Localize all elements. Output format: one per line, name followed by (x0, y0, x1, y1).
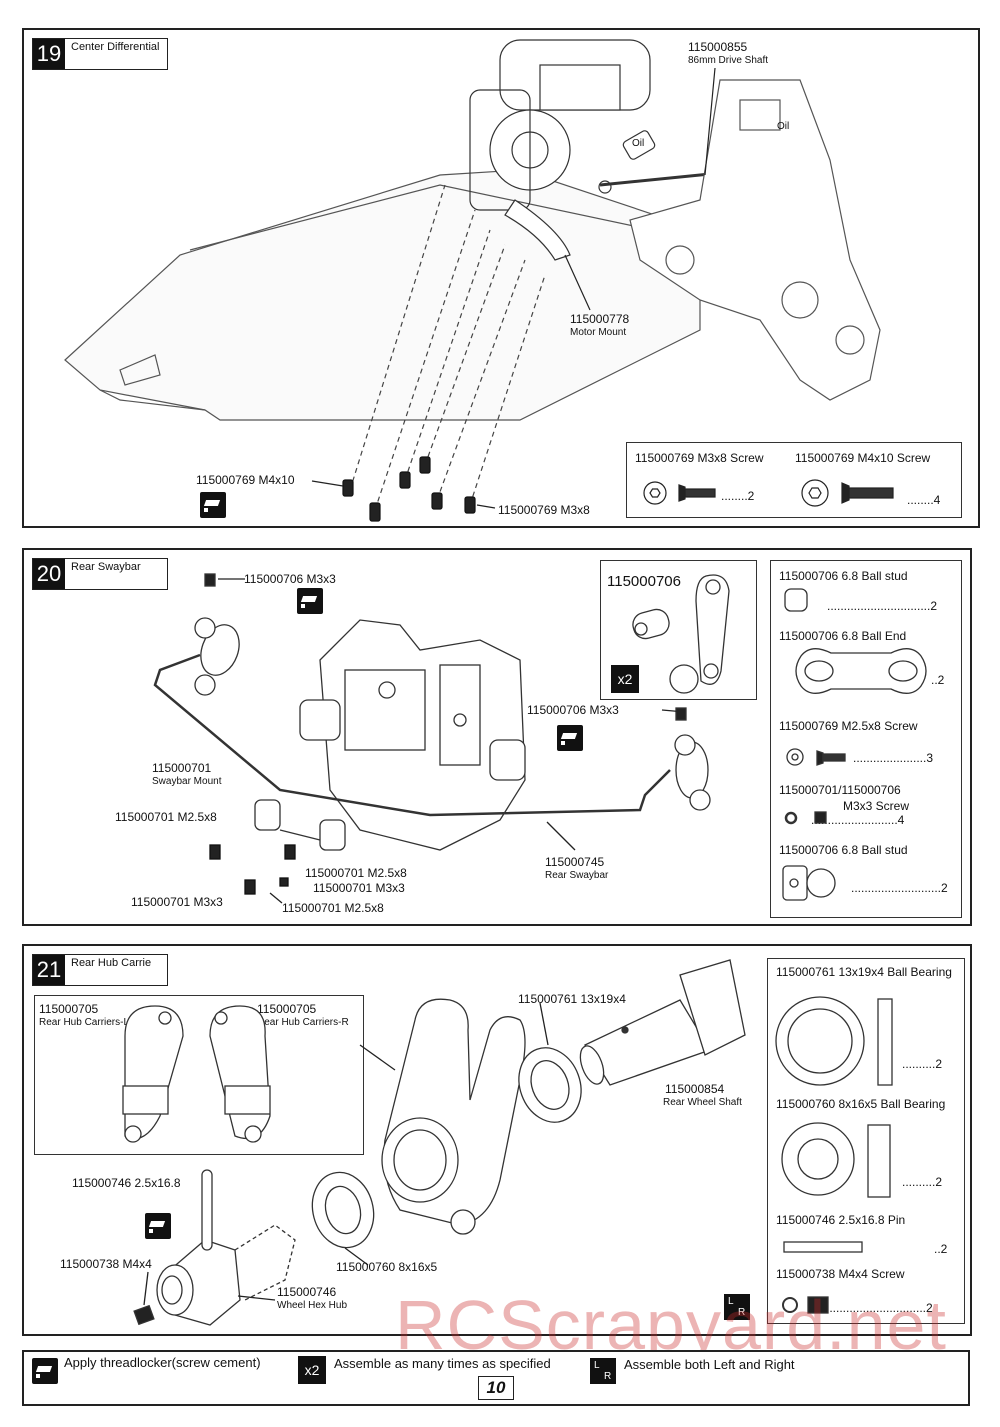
parts-bearing-13x19x4: 115000761 13x19x4 Ball Bearing (776, 965, 952, 979)
step-19-number: 19 (33, 39, 65, 69)
hex-hub-name: Wheel Hex Hub (277, 1300, 348, 1311)
swaybar-pn: 115000745 (545, 855, 605, 869)
m3x3-right-label: 115000706 M3x3 (527, 703, 619, 717)
motor-mount-pn: 115000778 (570, 312, 630, 326)
parts-qty-bearing-8x16x5: ..........2 (902, 1175, 943, 1189)
parts-ball-stud-1: 115000706 6.8 Ball stud (779, 569, 908, 583)
small-bearing-label: 115000760 8x16x5 (336, 1260, 438, 1274)
carrier-l-name: Rear Hub Carriers-L (39, 1017, 130, 1028)
threadlocker-icon (297, 588, 323, 614)
m25x8-label-a: 115000701 M2.5x8 (115, 810, 217, 824)
parts-qty-ball-end: ..2 (931, 673, 945, 687)
oil-bottle-label-2: Oil (777, 121, 790, 132)
parts-m3x3-screw-name: M3x3 Screw (843, 799, 910, 813)
step-20-title: Rear Swaybar (71, 561, 141, 573)
swaybar-name: Rear Swaybar (545, 870, 609, 881)
threadlocker-icon (32, 1358, 58, 1384)
swaybar-mount-name: Swaybar Mount (152, 776, 222, 787)
legend-both: Assemble both Left and Right (624, 1357, 795, 1372)
parts-ball-stud-2: 115000706 6.8 Ball stud (779, 843, 908, 857)
parts-m25x8-screw: 115000769 M2.5x8 Screw (779, 719, 918, 733)
wheel-shaft-name: Rear Wheel Shaft (663, 1097, 742, 1108)
oil-bottle-label-1: Oil (632, 138, 645, 149)
parts-ball-end: 115000706 6.8 Ball End (779, 629, 907, 643)
step-19-title: Center Differential (71, 41, 160, 53)
parts-qty-m3x8: ........2 (721, 489, 755, 503)
parts-m3x3-screw-pn: 115000701/115000706 (779, 783, 901, 797)
motor-mount-name: Motor Mount (570, 327, 627, 338)
parts-qty-pin: ..2 (934, 1242, 948, 1256)
big-bearing-label: 115000761 13x19x4 (518, 992, 626, 1006)
step-21-title: Rear Hub Carrie (71, 957, 152, 969)
parts-item-m4x10: 115000769 M4x10 Screw (795, 451, 931, 465)
swaybar-mount-pn: 115000701 (152, 761, 212, 775)
wheel-shaft-pn: 115000854 (665, 1082, 725, 1096)
parts-qty-ball-stud-1: ...............................2 (827, 599, 938, 613)
parts-pin: 115000746 2.5x16.8 Pin (776, 1213, 906, 1227)
parts-m4x4-screw: 115000738 M4x4 Screw (776, 1267, 905, 1281)
screw-m3x8-label: 115000769 M3x8 (498, 503, 590, 517)
step-19-header: 19 Center Differential (32, 38, 168, 70)
legend-multiple: Assemble as many times as specified (334, 1356, 551, 1371)
step-21-header: 21 Rear Hub Carrie (32, 954, 168, 986)
step-21-parts-box: 115000761 13x19x4 Ball Bearing .........… (767, 958, 965, 1324)
pin-label: 115000746 2.5x16.8 (72, 1176, 181, 1190)
m25x8-label-c: 115000701 M2.5x8 (282, 901, 384, 915)
step-20-number: 20 (33, 559, 65, 589)
m3x3-top-label: 115000706 M3x3 (244, 572, 336, 586)
parts-item-m3x8: 115000769 M3x8 Screw (635, 451, 764, 465)
page-number: 10 (478, 1376, 514, 1400)
legend-threadlocker: Apply threadlocker(screw cement) (64, 1355, 261, 1370)
m3x3-label-a: 115000701 M3x3 (313, 881, 405, 895)
drive-shaft-pn: 115000855 (688, 40, 748, 54)
step-20-header: 20 Rear Swaybar (32, 558, 168, 590)
parts-qty-m4x4: ..............................2 (826, 1301, 933, 1315)
carrier-l-pn: 115000705 (39, 1002, 99, 1016)
screw-m4x10-label: 115000769 M4x10 (196, 473, 295, 487)
step-21-number: 21 (33, 955, 65, 985)
threadlocker-icon (200, 492, 226, 518)
step-20-parts-box: 115000706 6.8 Ball stud ................… (770, 560, 962, 918)
parts-qty-bearing-13x19x4: ..........2 (902, 1057, 943, 1071)
step-19-parts-box: 115000769 M3x8 Screw 115000769 M4x10 Scr… (626, 442, 962, 518)
parts-qty-m25x8: ......................3 (853, 751, 934, 765)
carrier-r-pn: 115000705 (257, 1002, 317, 1016)
subassembly-pn: 115000706 (607, 573, 681, 590)
drive-shaft-name: 86mm Drive Shaft (688, 55, 769, 66)
hub-carriers-box: 115000705 Rear Hub Carriers-L 115000705 … (34, 995, 364, 1155)
m4x4-screw-label: 115000738 M4x4 (60, 1257, 152, 1271)
parts-qty-m3x3: ..........................4 (811, 813, 905, 827)
m3x3-label-b: 115000701 M3x3 (131, 895, 223, 909)
times-two-icon: x2 (298, 1356, 326, 1384)
step-20-subassembly-box: 115000706 x2 (600, 560, 757, 700)
parts-bearing-8x16x5: 115000760 8x16x5 Ball Bearing (776, 1097, 946, 1111)
threadlocker-icon (557, 725, 583, 751)
parts-qty-m4x10: ........4 (907, 493, 941, 507)
threadlocker-icon (145, 1213, 171, 1239)
times-two-icon: x2 (611, 665, 639, 693)
m25x8-label-b: 115000701 M2.5x8 (305, 866, 407, 880)
step-20-parts-icons (782, 588, 927, 901)
hex-hub-pn: 115000746 (277, 1285, 337, 1299)
carrier-r-name: Rear Hub Carriers-R (257, 1017, 349, 1028)
parts-qty-ball-stud-2: ...........................2 (851, 881, 948, 895)
